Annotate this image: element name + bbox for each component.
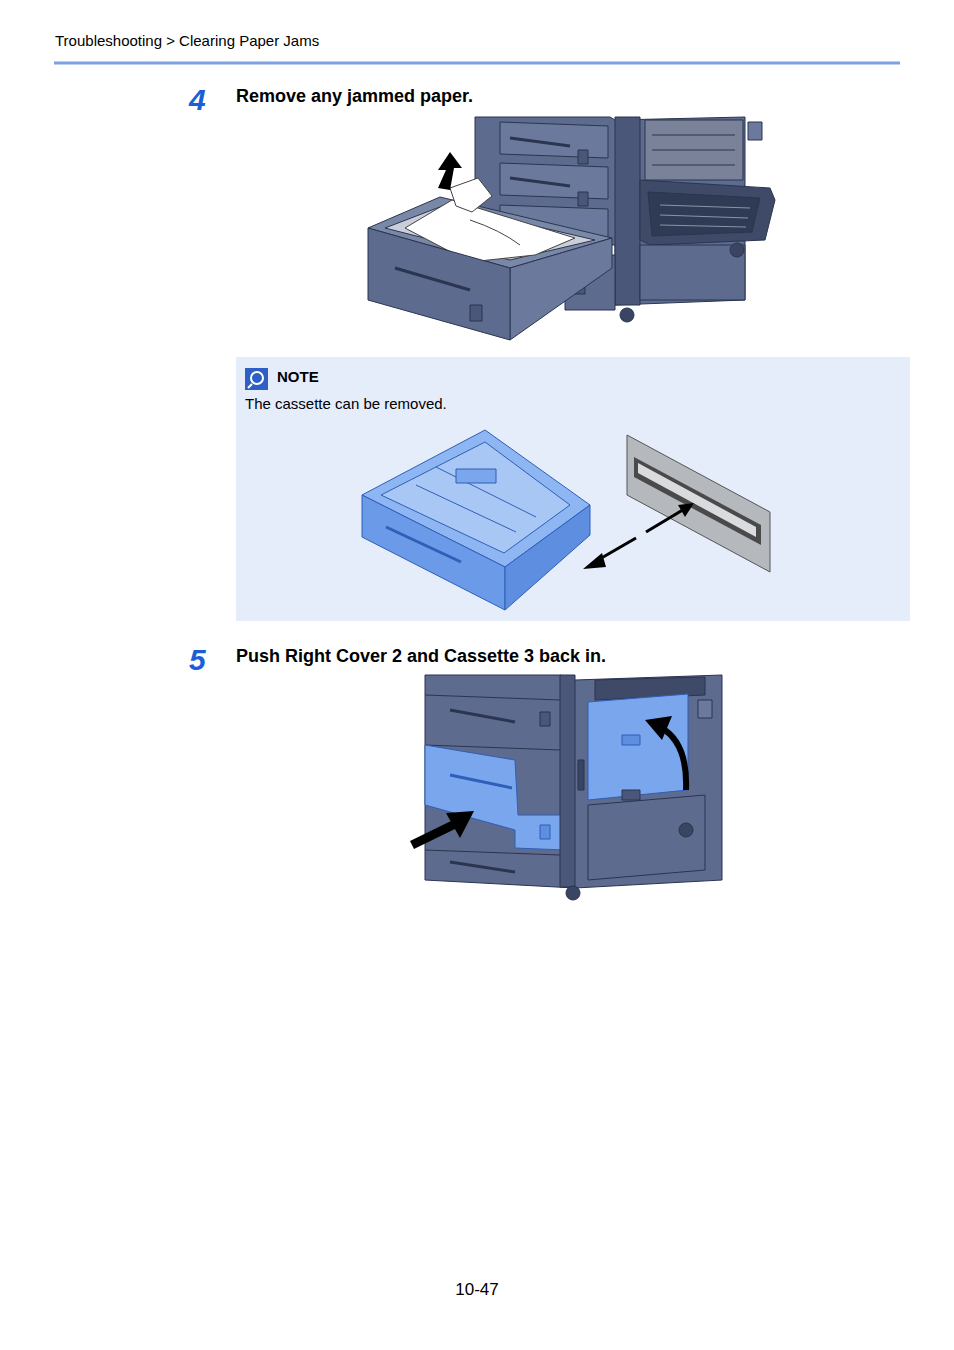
remove-arrow bbox=[583, 503, 694, 569]
cassette-slot bbox=[627, 435, 770, 572]
push-arrows bbox=[412, 716, 686, 845]
note-body: The cassette can be removed. bbox=[245, 386, 910, 413]
pull-arrow bbox=[438, 152, 462, 190]
step-number: 4 bbox=[189, 82, 206, 118]
step-number: 5 bbox=[189, 642, 206, 678]
cassette-drawing bbox=[362, 430, 590, 610]
step-heading: Remove any jammed paper. bbox=[236, 86, 473, 108]
printer-illustration bbox=[425, 675, 722, 900]
page-number: 10-47 bbox=[0, 1280, 954, 1300]
note-icon bbox=[245, 368, 268, 390]
header-rule bbox=[54, 62, 900, 65]
note-panel: NOTEThe cassette can be removed. bbox=[236, 357, 910, 621]
note-heading: NOTE bbox=[277, 357, 910, 386]
step-heading: Push Right Cover 2 and Cassette 3 back i… bbox=[236, 646, 606, 668]
printer-illustration bbox=[368, 117, 775, 340]
breadcrumb: Troubleshooting > Clearing Paper Jams bbox=[55, 32, 319, 50]
